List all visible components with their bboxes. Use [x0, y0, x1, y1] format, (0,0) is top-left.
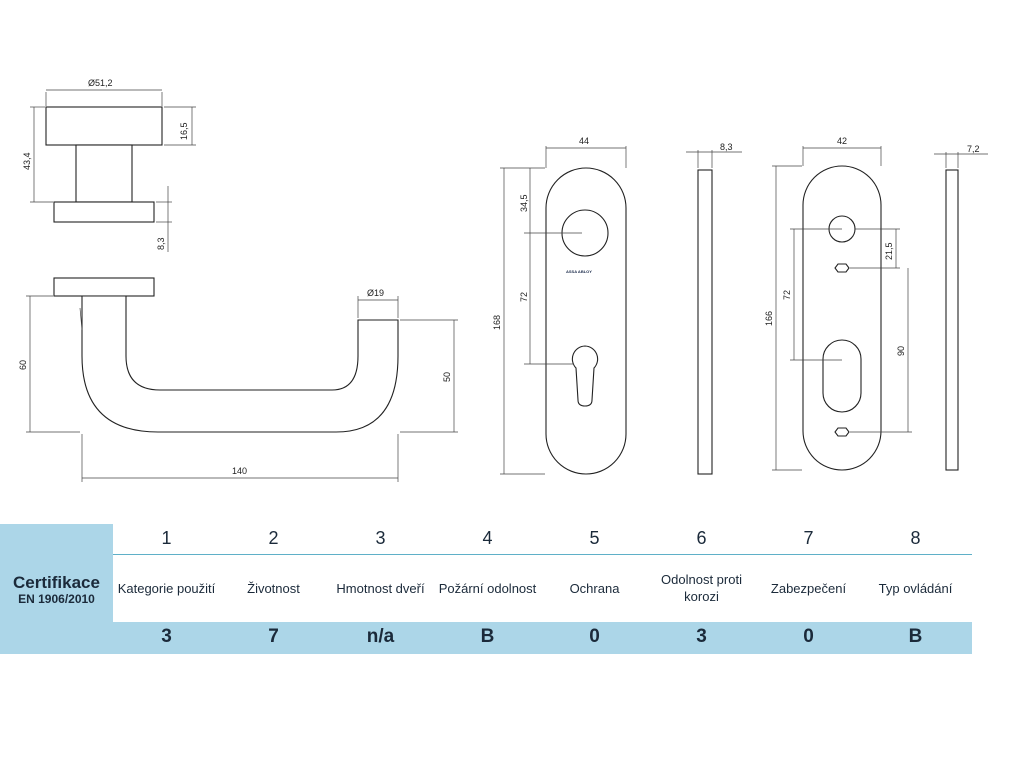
technical-drawing: Ø51,2 16,5 43,4 8,3 60 Ø19 50 — [18, 78, 988, 482]
dim-plate2-screw: 90 — [896, 346, 906, 356]
dim-rose-height: 16,5 — [179, 122, 189, 140]
column-number: 6 — [696, 528, 707, 548]
dim-plate1-top: 34,5 — [519, 194, 529, 212]
dim-plate1-thickness: 8,3 — [720, 142, 733, 152]
column-number: 3 — [375, 528, 386, 548]
dim-plate1-spacing: 72 — [519, 292, 529, 302]
rose-drawing: Ø51,2 16,5 43,4 8,3 — [22, 78, 196, 252]
column-number: 5 — [589, 528, 600, 548]
column-value: 0 — [589, 626, 600, 647]
column-label: Požární odolnost — [438, 580, 537, 596]
column-label: Zabezpečení — [770, 580, 847, 596]
dim-lever-length: 140 — [232, 466, 247, 476]
dim-plate2-height: 166 — [764, 311, 774, 326]
column-value: 7 — [268, 626, 279, 647]
dim-rose-diameter: Ø51,2 — [88, 78, 113, 88]
column-values: 3 7 n/a B 0 3 0 B — [113, 622, 972, 654]
dim-lever-diameter: Ø19 — [367, 288, 384, 298]
column-value: B — [480, 626, 495, 647]
column-number: 4 — [482, 528, 493, 548]
dim-lever-drop: 50 — [442, 372, 452, 382]
plate2-drawing: 42 166 72 21,5 90 — [764, 136, 912, 471]
column-label: Hmotnost dveří — [336, 580, 425, 596]
column-label: Typ ovládání — [878, 580, 953, 596]
column-labels: Kategorie použití Životnost Hmotnost dve… — [113, 554, 972, 622]
column-numbers: 1 2 3 4 5 6 7 8 — [113, 524, 972, 555]
lever-drawing: 60 Ø19 50 140 — [18, 277, 458, 482]
certification-standard: EN 1906/2010 — [18, 591, 95, 606]
column-label: Kategorie použití — [117, 580, 216, 596]
plate1-drawing: ASSA ABLOY 44 168 34,5 72 — [492, 136, 627, 475]
column-number: 1 — [161, 528, 172, 548]
plate2-side-drawing: 7,2 — [934, 144, 988, 471]
column-label: Životnost — [247, 580, 300, 596]
column-label: Ochrana — [569, 580, 620, 596]
dim-plate2-thickness: 7,2 — [967, 144, 980, 154]
column-value: B — [908, 626, 923, 647]
column-value: 3 — [696, 626, 707, 647]
dim-plate2-spacing: 72 — [782, 290, 792, 300]
dim-rose-base: 8,3 — [156, 237, 166, 250]
brand-logo-text: ASSA ABLOY — [566, 269, 592, 274]
certification-header: Certifikace EN 1906/2010 — [0, 524, 113, 654]
column-value: 0 — [803, 626, 814, 647]
column-value: 3 — [161, 626, 172, 647]
column-label: Odolnost proti korozi — [661, 572, 742, 604]
dim-plate2-top: 21,5 — [884, 242, 894, 260]
dim-plate1-height: 168 — [492, 315, 502, 330]
certification-table: Certifikace EN 1906/2010 1 2 3 4 5 6 7 8… — [0, 524, 972, 654]
column-number: 7 — [803, 528, 814, 548]
dim-rose-total: 43,4 — [22, 152, 32, 170]
dim-lever-height: 60 — [18, 360, 28, 370]
column-number: 2 — [268, 528, 279, 548]
column-value: n/a — [366, 626, 395, 647]
column-number: 8 — [910, 528, 921, 548]
certification-title: Certifikace — [13, 572, 100, 592]
plate1-side-drawing: 8,3 — [686, 142, 742, 475]
dim-plate1-width: 44 — [579, 136, 589, 146]
dim-plate2-width: 42 — [837, 136, 847, 146]
